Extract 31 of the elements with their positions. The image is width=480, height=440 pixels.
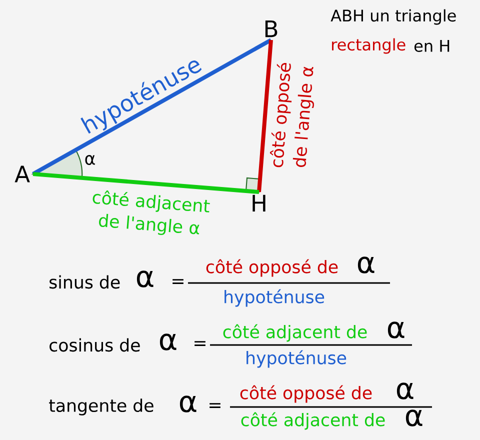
label-text: en H (414, 40, 450, 52)
label-text: côté opposé de (206, 259, 338, 277)
label-text: α (358, 256, 374, 274)
label-text: cosinus de (50, 338, 140, 352)
vertex-label: H (252, 194, 266, 212)
triangle-side (257, 40, 273, 192)
label-text: α (160, 334, 176, 350)
label-text: côté adjacent de (223, 324, 367, 342)
label-text: α (180, 396, 196, 412)
label-text: α (85, 155, 95, 165)
triangle-side (32, 38, 272, 176)
label-text: hypoténuse (246, 350, 346, 368)
label-text: α (388, 322, 404, 338)
label-text: = (210, 403, 220, 408)
side-label: côté adjacent de l'angle α (92, 190, 210, 235)
label-text: = (172, 279, 184, 284)
label-text: côté opposé de (240, 385, 372, 403)
label-text: α (406, 410, 422, 426)
label-text: ABH un triangle (330, 9, 456, 25)
label-text: tangente de (49, 398, 154, 416)
label-text: hypoténuse (224, 289, 324, 307)
label-text: = (194, 341, 206, 346)
label-text: rectangle (332, 38, 406, 54)
vertex-label: B (265, 20, 278, 38)
label-text: côté adjacent de (241, 412, 385, 430)
vertex-label: A (14, 166, 30, 182)
label-text: α (136, 270, 154, 288)
triangle-side (32, 172, 260, 194)
label-text: sinus de (50, 275, 120, 289)
side-label: côté opposé de l'angle α (270, 63, 314, 168)
label-text: α (396, 382, 414, 400)
